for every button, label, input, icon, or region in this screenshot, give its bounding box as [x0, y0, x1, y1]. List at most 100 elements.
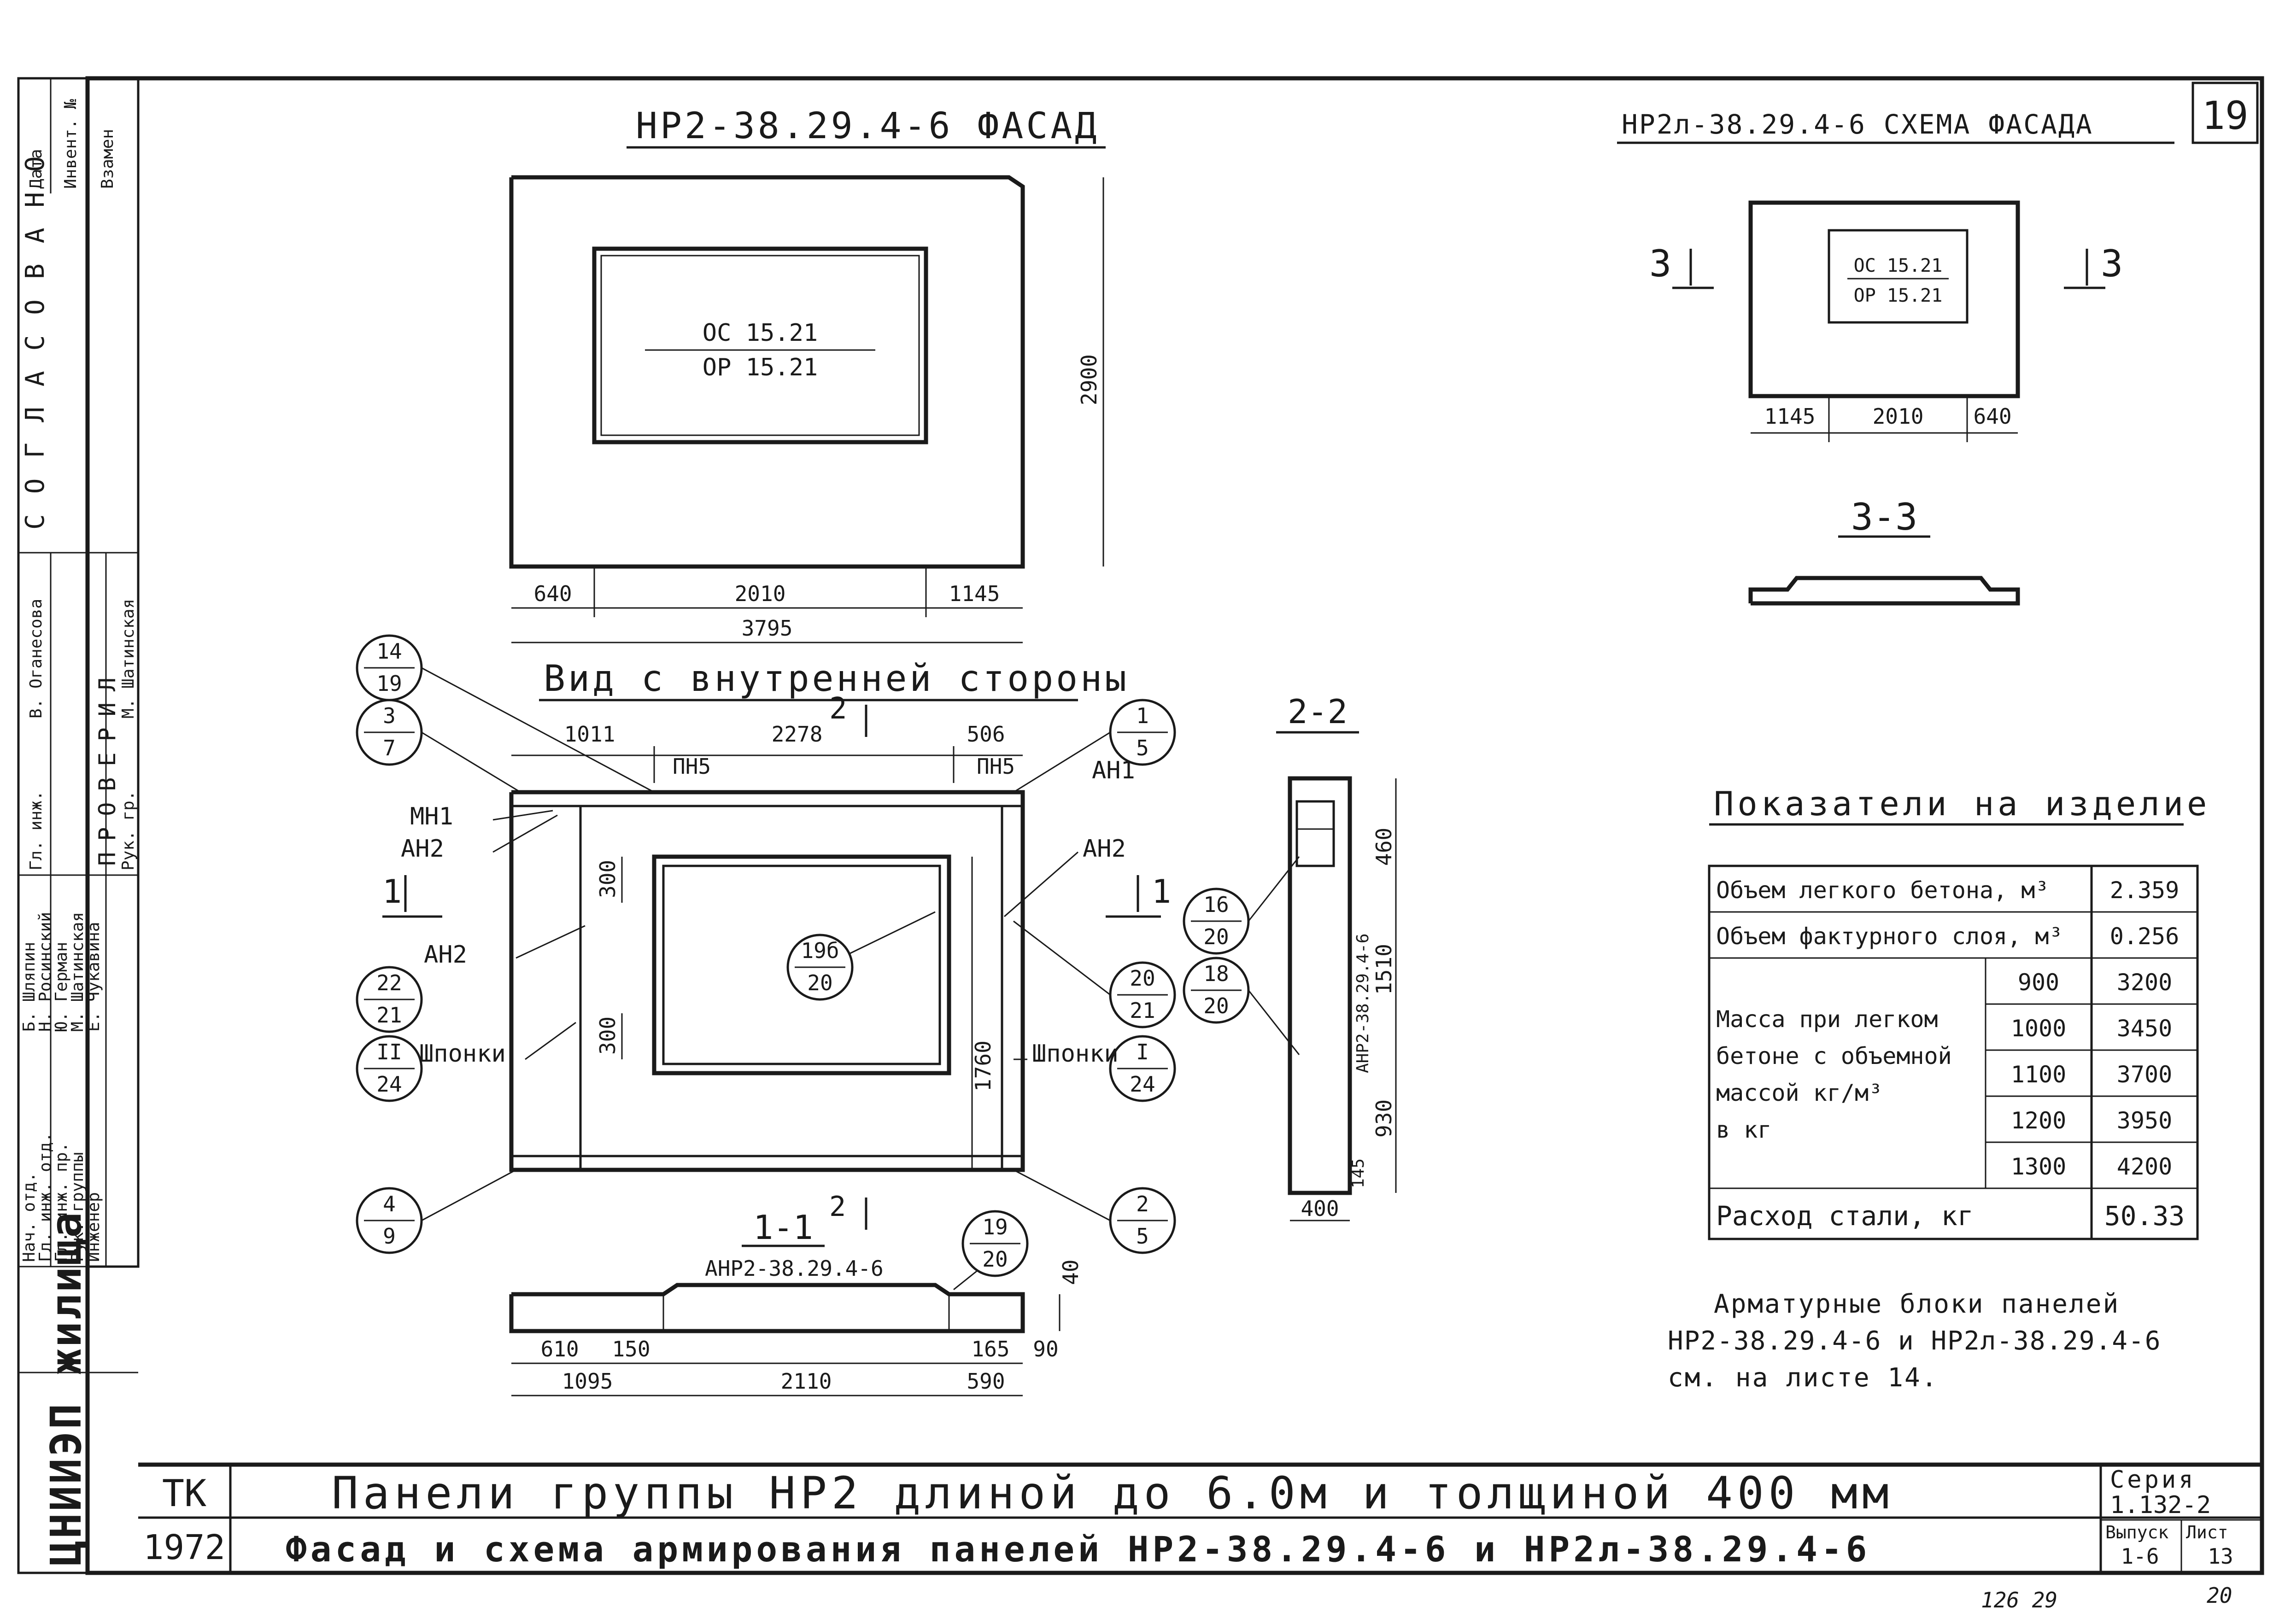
- stamp-name-4: Е. Чукавина: [84, 922, 103, 1032]
- callout-19b-20: 19б 20: [786, 911, 936, 1001]
- steel-value: 50.33: [2104, 1200, 2185, 1232]
- interior-view: Вид с внутренней стороны 2 1011 2278 506…: [356, 634, 1176, 1254]
- note-line-2: см. на листе 14.: [1668, 1363, 1938, 1393]
- sheet-number: 19: [2202, 93, 2248, 138]
- callout-14-19: 14 19: [356, 634, 655, 793]
- section-1-1-dim-b1: 2110: [781, 1369, 832, 1394]
- interior-window: [652, 854, 951, 1075]
- interior-top-dim-0: 1011: [564, 722, 615, 747]
- svg-text:5: 5: [1136, 1224, 1149, 1249]
- indicators-table: Показатели на изделие Объем легкого бето…: [1708, 784, 2210, 1240]
- issue-value: 1-6: [2121, 1544, 2159, 1569]
- interior-dim-left-1: 300: [595, 1016, 620, 1055]
- facade-dim-0: 640: [533, 581, 572, 606]
- scheme-section-profile: [1748, 576, 2020, 606]
- interior-height-right: 1760: [971, 1040, 996, 1092]
- svg-text:20: 20: [1130, 966, 1155, 991]
- scheme-view: НР2л-38.29.4-6 СХЕМА ФАСАДА ОС 15.21 ОР …: [1617, 109, 2174, 606]
- interior-top-dim-2: 506: [967, 722, 1005, 747]
- callout-18-20: 18 20: [1183, 957, 1300, 1055]
- svg-text:I: I: [1136, 1040, 1149, 1064]
- mass-value-3: 3950: [2117, 1107, 2172, 1134]
- svg-text:20: 20: [1203, 924, 1229, 949]
- stamp-role-2: Гл. инж. пр.: [52, 1142, 71, 1262]
- indicator-value-1: 0.256: [2110, 923, 2180, 950]
- facade-window: [592, 246, 928, 444]
- svg-text:2: 2: [1136, 1192, 1149, 1216]
- svg-text:14: 14: [376, 639, 402, 664]
- callout-II-24: II 24: [356, 1035, 423, 1102]
- svg-text:21: 21: [1130, 998, 1155, 1023]
- svg-text:19: 19: [982, 1215, 1008, 1239]
- title-tk: ТК: [162, 1472, 206, 1515]
- interior-cut-mark: 2: [829, 692, 847, 726]
- mass-label-0: Масса при легком: [1716, 1006, 1938, 1033]
- stamp-col-inv: Инвент. №: [61, 99, 80, 189]
- svg-text:II: II: [376, 1040, 402, 1064]
- stamp-position-2: Рук. гр.: [119, 791, 138, 870]
- interior-pn-right: ПН5: [977, 754, 1015, 779]
- sheet-value: 13: [2208, 1544, 2233, 1569]
- facade-view: НР2-38.29.4-6 ФАСАД ОС 15.21 ОР 15.21 29…: [509, 105, 1106, 643]
- scheme-section-title: 3-3: [1851, 496, 1918, 538]
- interior-dim-left-0: 300: [595, 860, 620, 898]
- interior-label-mn1: МН1: [410, 803, 453, 830]
- scheme-cut-right: 3: [2101, 242, 2123, 285]
- svg-text:20: 20: [807, 970, 832, 995]
- svg-text:18: 18: [1203, 961, 1229, 986]
- svg-text:7: 7: [383, 736, 396, 760]
- section-1-1-dim-b2: 590: [967, 1369, 1005, 1394]
- mass-value-1: 3450: [2117, 1015, 2172, 1042]
- section-2-2-label: АНР2-38.29.4-6: [1354, 934, 1372, 1073]
- indicators-title: Показатели на изделие: [1714, 784, 2210, 823]
- title-year: 1972: [143, 1528, 225, 1567]
- svg-text:19: 19: [376, 671, 402, 696]
- indicator-label-0: Объем легкого бетона, м³: [1716, 877, 2049, 904]
- stamp-checker-2: М. Шатинская: [119, 599, 138, 719]
- interior-label-keys-left: Шпонки: [419, 1040, 506, 1068]
- mass-density-2: 1100: [2011, 1061, 2066, 1088]
- callout-1-5: 1 5: [1013, 699, 1176, 793]
- stamp-role-0: Нач. отд.: [20, 1172, 39, 1262]
- facade-dim-1: 2010: [735, 581, 786, 606]
- interior-cut-left: 1: [382, 873, 402, 911]
- stamp-name-0: Б. Шляпин: [20, 942, 39, 1032]
- institute-name: ЦНИИЭП жилища: [41, 1210, 91, 1566]
- svg-text:24: 24: [376, 1072, 402, 1097]
- interior-label-keys-right: Шпонки: [1032, 1040, 1119, 1068]
- interior-label-an2-b: АН2: [424, 941, 467, 969]
- scheme-window: [1828, 229, 1969, 324]
- sheet-number-box: [2191, 82, 2259, 144]
- mass-value-2: 3700: [2117, 1061, 2172, 1088]
- title-line-2: Фасад и схема армирования панелей НР2-38…: [286, 1529, 1870, 1570]
- section-1-1: 1-1 2 АНР2-38.29.4-6 19 20 40 610 150 16…: [509, 1191, 1083, 1396]
- stamp-checker-1: В. Оганесова: [27, 599, 46, 719]
- scheme-window-bottom: ОР 15.21: [1854, 285, 1943, 306]
- mass-density-0: 900: [2018, 969, 2059, 996]
- svg-text:5: 5: [1136, 736, 1149, 760]
- title-block: ТК 1972 Панели группы НР2 длиной до 6.0м…: [138, 1462, 2262, 1573]
- note-line-0: Арматурные блоки панелей: [1714, 1289, 2120, 1319]
- svg-text:19б: 19б: [801, 938, 839, 963]
- interior-cut-right: 1: [1152, 873, 1171, 911]
- callout-19-20: 19 20: [953, 1210, 1029, 1291]
- facade-window-bottom: ОР 15.21: [703, 354, 818, 381]
- note: Арматурные блоки панелей НР2-38.29.4-6 и…: [1668, 1289, 2161, 1393]
- section-1-1-side: 40: [1058, 1260, 1083, 1285]
- series-label: Серия: [2110, 1466, 2196, 1494]
- stamp-col-date: Дата: [27, 149, 46, 189]
- stamp-col-replace: Взамен: [98, 129, 117, 189]
- interior-title: Вид с внутренней стороны: [544, 658, 1129, 700]
- callout-16-20: 16 20: [1183, 856, 1300, 955]
- facade-height: 2900: [1077, 354, 1102, 405]
- facade-dim-2: 1145: [949, 581, 1000, 606]
- note-line-1: НР2-38.29.4-6 и НР2л-38.29.4-6: [1668, 1326, 2161, 1356]
- stamp-name-1: Н. Росинский: [36, 912, 55, 1032]
- scheme-cut-left: 3: [1649, 242, 1671, 285]
- section-1-1-label: АНР2-38.29.4-6: [705, 1256, 884, 1281]
- scheme-dim-1: 2010: [1873, 404, 1924, 429]
- mass-density-1: 1000: [2011, 1015, 2066, 1042]
- steel-label: Расход стали, кг: [1716, 1200, 1974, 1232]
- stamp-role-3: Рук. группы: [68, 1152, 87, 1262]
